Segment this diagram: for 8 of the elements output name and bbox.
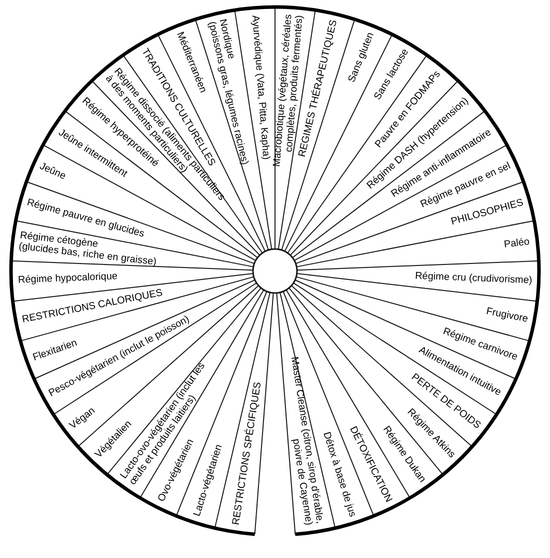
sector-label: Jeûne (38, 160, 68, 182)
sector-label: Sans gluten (346, 30, 376, 84)
sector-label: Ayurvédique (Vata, Pitta, Kapha) (250, 14, 272, 160)
sector-label: Paléo (504, 236, 530, 250)
sector-label: Régime cru (crudivorisme) (414, 270, 532, 286)
sector-label: Frugivore (485, 306, 529, 326)
sector-label: Master Cleanse (citron, sirop d'érable, poivre de Cayenne) (277, 356, 325, 526)
sector-label: Régime hypocalorique (18, 272, 118, 286)
